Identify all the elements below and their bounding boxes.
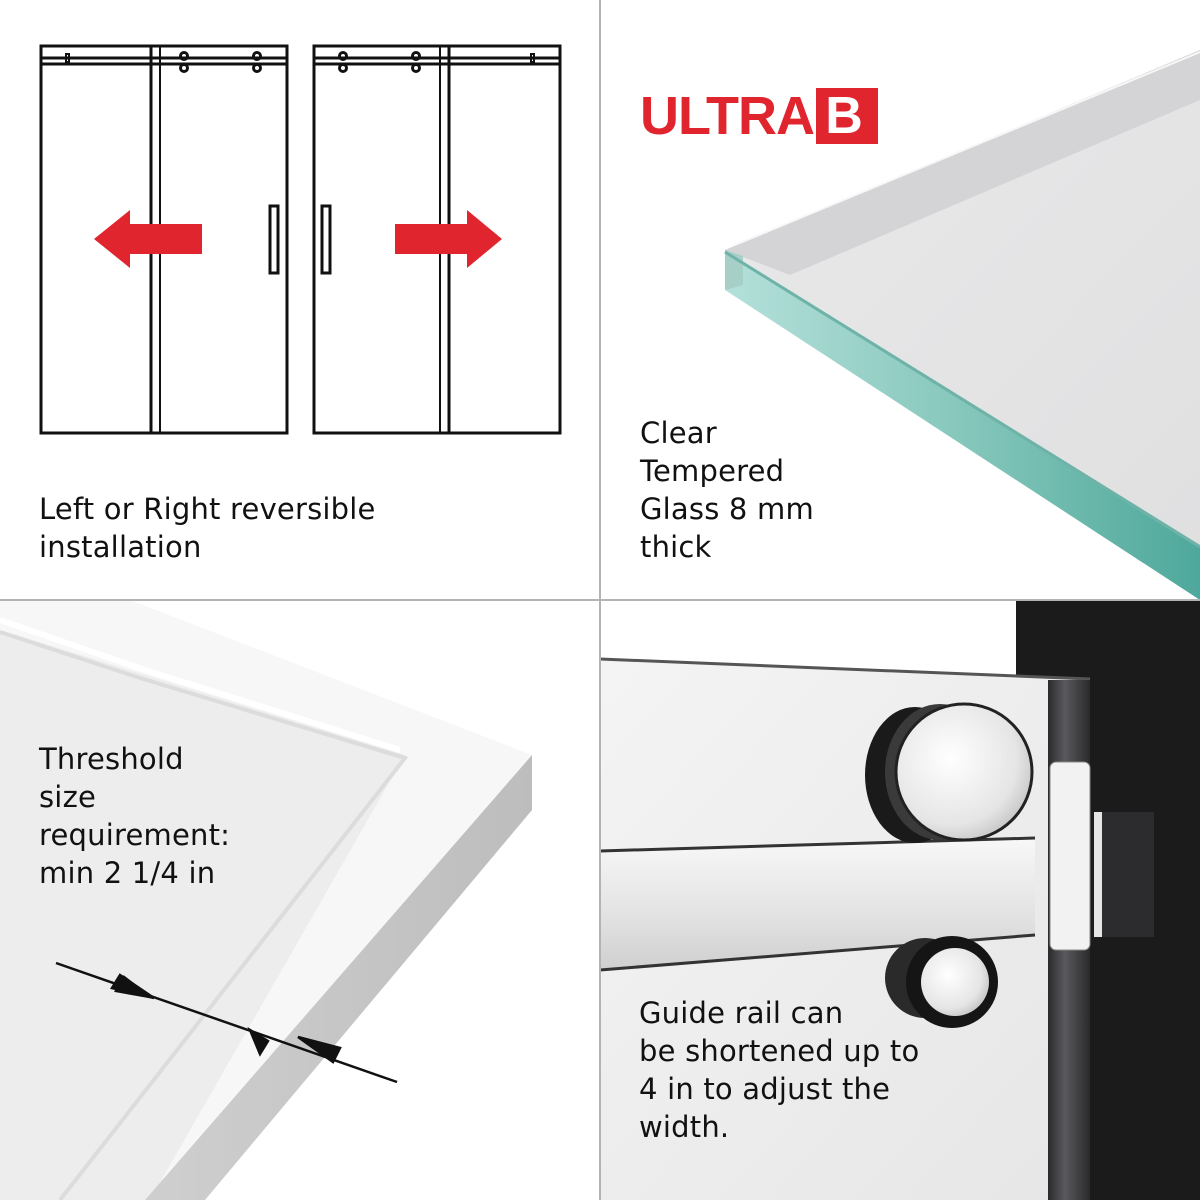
ultrab-logo: ULTRA B [640,88,878,144]
caption-line: size [39,780,97,814]
caption-line: 4 in to adjust the [639,1072,891,1106]
caption-line: Left or Right reversible [39,492,376,526]
caption-line: width. [639,1110,730,1144]
panel-guide-rail: Guide rail can be shortened up to 4 in t… [600,600,1200,1200]
caption-line: min 2 1/4 in [39,856,216,890]
logo-letter: B [825,87,863,145]
threshold-caption: Threshold size requirement: min 2 1/4 in [39,740,230,892]
caption-line: be shortened up to [639,1034,920,1068]
caption-line: Glass 8 mm [640,492,814,526]
sliding-door-diagrams [39,44,562,435]
logo-wordmark: ULTRA [640,86,815,146]
caption-line: installation [39,530,202,564]
arrow-right-icon [395,210,502,268]
caption-line: Tempered [640,454,785,488]
horizontal-divider [0,599,1200,601]
guide-rail-caption: Guide rail can be shortened up to 4 in t… [639,994,919,1146]
door-left-diagram [39,44,289,435]
measurement-arrows [55,961,398,1084]
caption-line: Clear [640,416,717,450]
caption-line: Threshold [39,742,184,776]
panel-reversible-installation: Left or Right reversible installation [0,0,600,600]
reversible-caption: Left or Right reversible installation [39,490,376,566]
roller-hardware-photo [600,600,1200,1200]
glass-caption: Clear Tempered Glass 8 mm thick [640,414,814,566]
arrow-left-icon [94,210,202,268]
panel-threshold: Threshold size requirement: min 2 1/4 in [0,600,600,1200]
caption-line: Guide rail can [639,996,844,1030]
caption-line: thick [640,530,712,564]
lower-roller [885,936,998,1028]
shower-base-illustration [0,600,600,1200]
panel-tempered-glass: ULTRA B Clear Tempered Glass 8 mm thick [600,0,1200,600]
glass-pane-illustration [724,50,1200,600]
logo-letter-box: B [815,87,878,145]
caption-line: requirement: [39,818,231,852]
upper-roller [865,702,1034,843]
